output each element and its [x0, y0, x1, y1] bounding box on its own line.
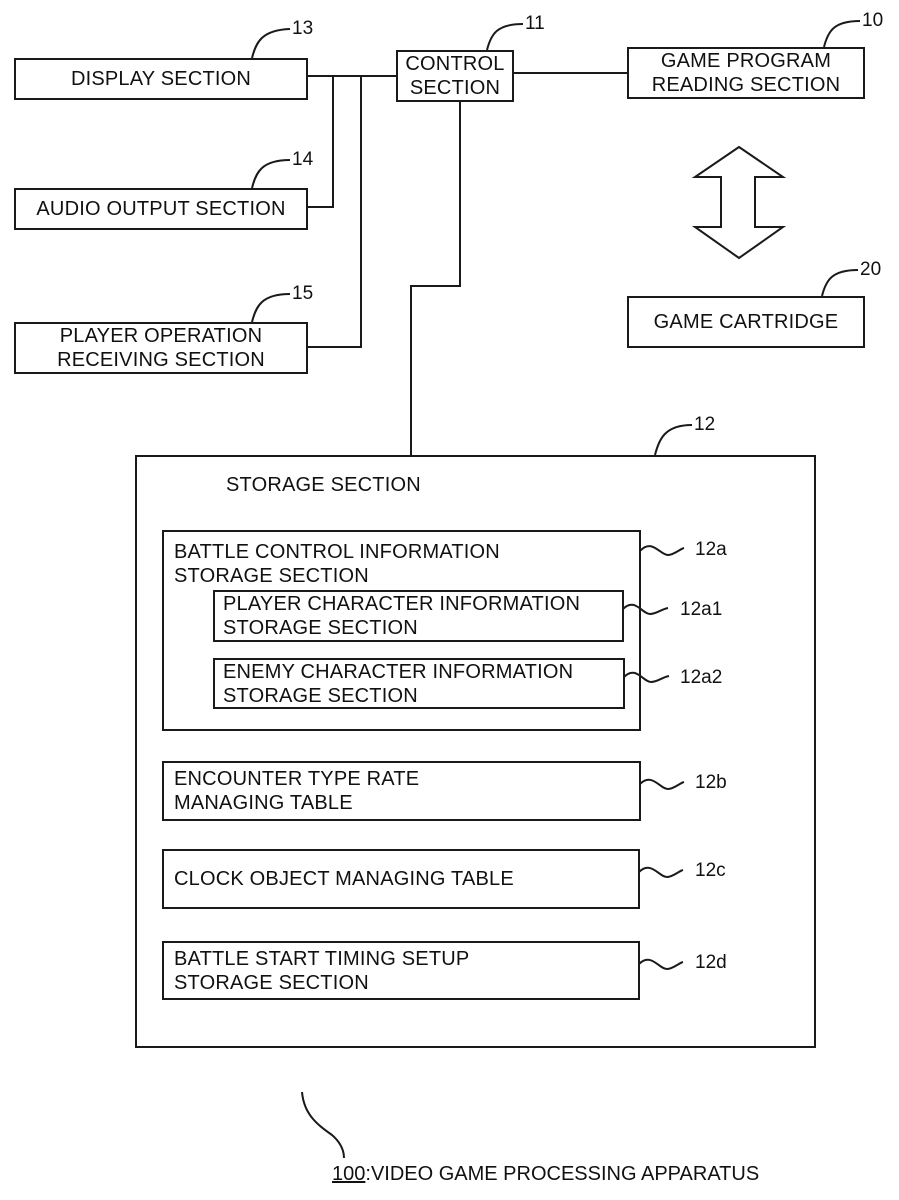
enemy-character-label-line2: STORAGE SECTION [223, 684, 418, 708]
control-section-label-line2: SECTION [410, 76, 500, 100]
leader-15 [252, 294, 290, 322]
player-operation-label-line1: PLAYER OPERATION [60, 324, 263, 348]
display-section-block: DISPLAY SECTION [14, 58, 308, 100]
control-section-block: CONTROL SECTION [396, 50, 514, 102]
display-section-label: DISPLAY SECTION [71, 67, 251, 91]
ref-12a: 12a [695, 540, 727, 560]
player-character-label-line1: PLAYER CHARACTER INFORMATION [223, 592, 580, 616]
figure-caption: 100:VIDEO GAME PROCESSING APPARATUS [332, 1163, 759, 1186]
enemy-character-label-line1: ENEMY CHARACTER INFORMATION [223, 660, 573, 684]
ref-12b: 12b [695, 773, 727, 793]
ref-20: 20 [860, 260, 881, 280]
clock-object-label: CLOCK OBJECT MANAGING TABLE [174, 867, 514, 891]
ref-15: 15 [292, 284, 313, 304]
caption-number: 100 [332, 1163, 365, 1185]
audio-output-section-label: AUDIO OUTPUT SECTION [36, 197, 285, 221]
battle-control-label-line1: BATTLE CONTROL INFORMATION [174, 540, 500, 564]
ref-13: 13 [292, 19, 313, 39]
wire-control-storage [411, 101, 460, 455]
leader-11 [487, 24, 523, 50]
battle-start-label-line2: STORAGE SECTION [174, 971, 369, 995]
ref-12: 12 [694, 415, 715, 435]
battle-start-label-line1: BATTLE START TIMING SETUP [174, 947, 469, 971]
game-cartridge-block: GAME CARTRIDGE [627, 296, 865, 348]
player-character-information-storage-block: PLAYER CHARACTER INFORMATION STORAGE SEC… [213, 590, 624, 642]
wire-audio-bus [307, 76, 333, 207]
storage-section-title: STORAGE SECTION [226, 473, 421, 497]
player-operation-label-line2: RECEIVING SECTION [57, 348, 265, 372]
bidirectional-arrow-icon [695, 147, 783, 258]
ref-12d: 12d [695, 953, 727, 973]
battle-start-timing-setup-storage-block: BATTLE START TIMING SETUP STORAGE SECTIO… [162, 941, 640, 1000]
leader-14 [252, 160, 290, 188]
caption-title: VIDEO GAME PROCESSING APPARATUS [371, 1163, 759, 1185]
game-cartridge-label: GAME CARTRIDGE [654, 310, 839, 334]
leader-20 [822, 270, 858, 296]
ref-12c: 12c [695, 861, 726, 881]
ref-11: 11 [525, 14, 545, 34]
ref-12a1: 12a1 [680, 600, 722, 620]
leader-12 [655, 425, 692, 455]
ref-10: 10 [862, 11, 883, 31]
player-operation-receiving-section-block: PLAYER OPERATION RECEIVING SECTION [14, 322, 308, 374]
clock-object-managing-table-block: CLOCK OBJECT MANAGING TABLE [162, 849, 640, 909]
ref-12a2: 12a2 [680, 668, 722, 688]
game-program-label-line1: GAME PROGRAM [661, 49, 831, 73]
leader-100 [302, 1092, 344, 1158]
ref-14: 14 [292, 150, 313, 170]
leader-13 [252, 29, 290, 58]
encounter-label-line2: MANAGING TABLE [174, 791, 353, 815]
audio-output-section-block: AUDIO OUTPUT SECTION [14, 188, 308, 230]
battle-control-label-line2: STORAGE SECTION [174, 564, 369, 588]
control-section-label-line1: CONTROL [405, 52, 504, 76]
encounter-type-rate-managing-table-block: ENCOUNTER TYPE RATE MANAGING TABLE [162, 761, 641, 821]
leader-10 [824, 21, 860, 47]
enemy-character-information-storage-block: ENEMY CHARACTER INFORMATION STORAGE SECT… [213, 658, 625, 709]
game-program-label-line2: READING SECTION [652, 73, 841, 97]
player-character-label-line2: STORAGE SECTION [223, 616, 418, 640]
game-program-reading-section-block: GAME PROGRAM READING SECTION [627, 47, 865, 99]
encounter-label-line1: ENCOUNTER TYPE RATE [174, 767, 419, 791]
